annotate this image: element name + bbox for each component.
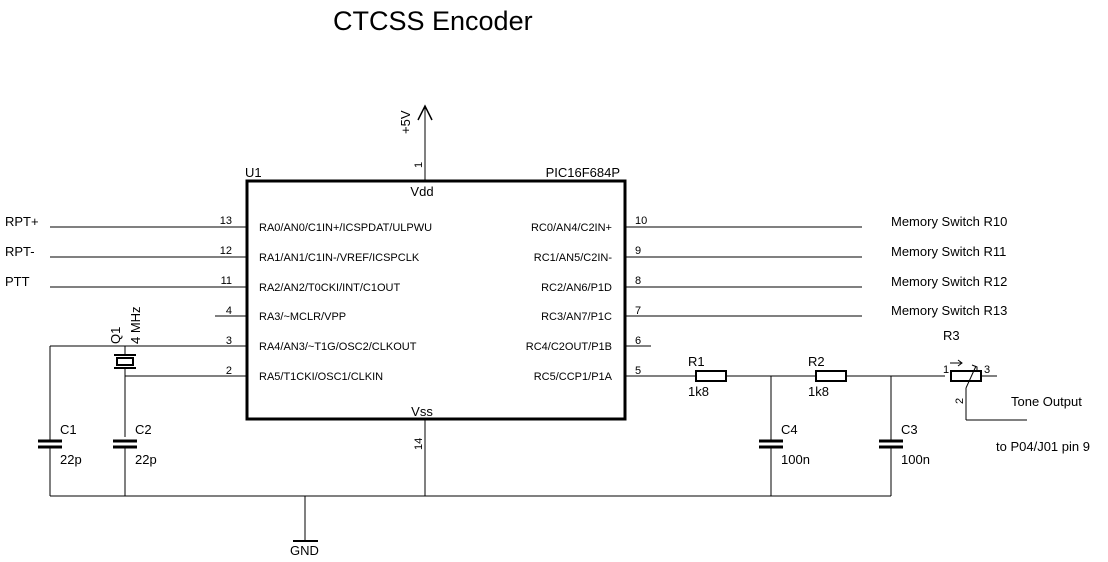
r2-ref: R2 <box>808 354 825 369</box>
ground-symbol: GND <box>290 496 319 558</box>
vdd-pin-number: 1 <box>413 162 425 168</box>
pin-name: RA5/T1CKI/OSC1/CLKIN <box>259 371 383 383</box>
pin-number: 8 <box>635 275 641 287</box>
ic-vss-label: Vss <box>411 404 433 419</box>
net-label-ptt: PTT <box>5 274 30 289</box>
ic-u1: U1 PIC16F684P Vdd Vss <box>245 165 627 421</box>
pin-name: RA1/AN1/C1IN-/VREF/ICSPCLK <box>259 252 420 264</box>
pin-name: RA0/AN0/C1IN+/ICSPDAT/ULPWU <box>259 222 432 234</box>
pin-name: RC4/C2OUT/P1B <box>526 341 612 353</box>
pin-number: 9 <box>635 245 641 257</box>
crystal-q1: Q1 4 MHz <box>108 306 143 437</box>
capacitor-c1: C1 22p <box>38 346 82 496</box>
left-pin-2: PTT 11 RA2/AN2/T0CKI/INT/C1OUT <box>5 274 400 294</box>
r1-ref: R1 <box>688 354 705 369</box>
capacitor-c2: C2 22p <box>113 422 157 496</box>
pin-name: RC1/AN5/C2IN- <box>534 252 613 264</box>
r1-value: 1k8 <box>688 384 709 399</box>
left-pin-4: 3 RA4/AN3/~T1G/OSC2/CLKOUT <box>50 335 417 353</box>
pin-number: 11 <box>221 275 232 287</box>
pin-number: 4 <box>226 305 232 317</box>
potentiometer-r3: R3 1 3 2 <box>943 328 1027 421</box>
r3-ref: R3 <box>943 328 960 343</box>
left-pin-1: RPT- 12 RA1/AN1/C1IN-/VREF/ICSPCLK <box>5 244 420 264</box>
pin-number: 6 <box>635 335 641 347</box>
net-label-memory-switch-r11: Memory Switch R11 <box>891 244 1006 259</box>
net-label-rpt-plus: RPT+ <box>5 214 39 229</box>
pin-number: 10 <box>635 215 647 227</box>
crystal-ref: Q1 <box>108 327 123 344</box>
net-label-rpt-minus: RPT- <box>5 244 35 259</box>
pin-number: 5 <box>635 365 641 377</box>
pin-number: 12 <box>220 245 232 257</box>
c1-value: 22p <box>60 452 82 467</box>
c1-ref: C1 <box>60 422 77 437</box>
c2-value: 22p <box>135 452 157 467</box>
vcc-label: +5V <box>398 110 413 134</box>
pin-name: RC2/AN6/P1D <box>541 282 612 294</box>
resistor-r2: R2 1k8 <box>771 354 945 399</box>
right-pin-5: RC5/CCP1/P1A 5 <box>534 365 695 383</box>
net-label-memory-switch-r13: Memory Switch R13 <box>891 303 1007 318</box>
gnd-label: GND <box>290 543 319 558</box>
left-pin-3: 4 RA3/~MCLR/VPP <box>215 305 346 323</box>
pin-name: RA4/AN3/~T1G/OSC2/CLKOUT <box>259 341 417 353</box>
vcc-symbol: +5V 1 <box>398 104 433 181</box>
r3-pin3: 3 <box>984 364 990 376</box>
ic-ref: U1 <box>245 165 262 180</box>
resistor-r1: R1 1k8 <box>688 354 771 399</box>
c3-ref: C3 <box>901 422 918 437</box>
r3-pin2: 2 <box>954 398 966 404</box>
output-destination-label: to P04/J01 pin 9 <box>996 439 1090 454</box>
ic-vdd-label: Vdd <box>410 184 433 199</box>
capacitor-c3: C3 100n <box>879 376 930 496</box>
net-label-memory-switch-r10: Memory Switch R10 <box>891 214 1007 229</box>
right-pin-0: RC0/AN4/C2IN+ 10 Memory Switch R10 <box>531 214 1007 234</box>
c2-ref: C2 <box>135 422 152 437</box>
c4-ref: C4 <box>781 422 798 437</box>
pin-name: RC3/AN7/P1C <box>541 311 612 323</box>
capacitor-c4: C4 100n <box>759 376 810 496</box>
pin-name: RA3/~MCLR/VPP <box>259 311 346 323</box>
ic-part: PIC16F684P <box>546 165 620 180</box>
left-pin-5: 2 RA5/T1CKI/OSC1/CLKIN <box>125 365 383 383</box>
pin-name: RC5/CCP1/P1A <box>534 371 613 383</box>
schematic-title: CTCSS Encoder <box>333 6 533 36</box>
r2-value: 1k8 <box>808 384 829 399</box>
pin-number: 3 <box>226 335 232 347</box>
pin-number: 7 <box>635 305 641 317</box>
right-pin-1: RC1/AN5/C2IN- 9 Memory Switch R11 <box>534 244 1007 264</box>
crystal-value: 4 MHz <box>128 306 143 344</box>
right-pin-4: RC4/C2OUT/P1B 6 <box>526 335 651 353</box>
tone-output-label: Tone Output <box>1011 394 1082 409</box>
vss-pin-number: 14 <box>413 438 425 450</box>
net-label-memory-switch-r12: Memory Switch R12 <box>891 274 1007 289</box>
right-pin-2: RC2/AN6/P1D 8 Memory Switch R12 <box>541 274 1007 294</box>
r3-pin1: 1 <box>943 364 949 376</box>
pin-number: 13 <box>220 215 232 227</box>
left-pin-0: RPT+ 13 RA0/AN0/C1IN+/ICSPDAT/ULPWU <box>5 214 432 234</box>
c4-value: 100n <box>781 452 810 467</box>
pin-number: 2 <box>226 365 232 377</box>
right-pin-3: RC3/AN7/P1C 7 Memory Switch R13 <box>541 303 1007 323</box>
pin-name: RA2/AN2/T0CKI/INT/C1OUT <box>259 282 400 294</box>
pin-name: RC0/AN4/C2IN+ <box>531 222 612 234</box>
c3-value: 100n <box>901 452 930 467</box>
